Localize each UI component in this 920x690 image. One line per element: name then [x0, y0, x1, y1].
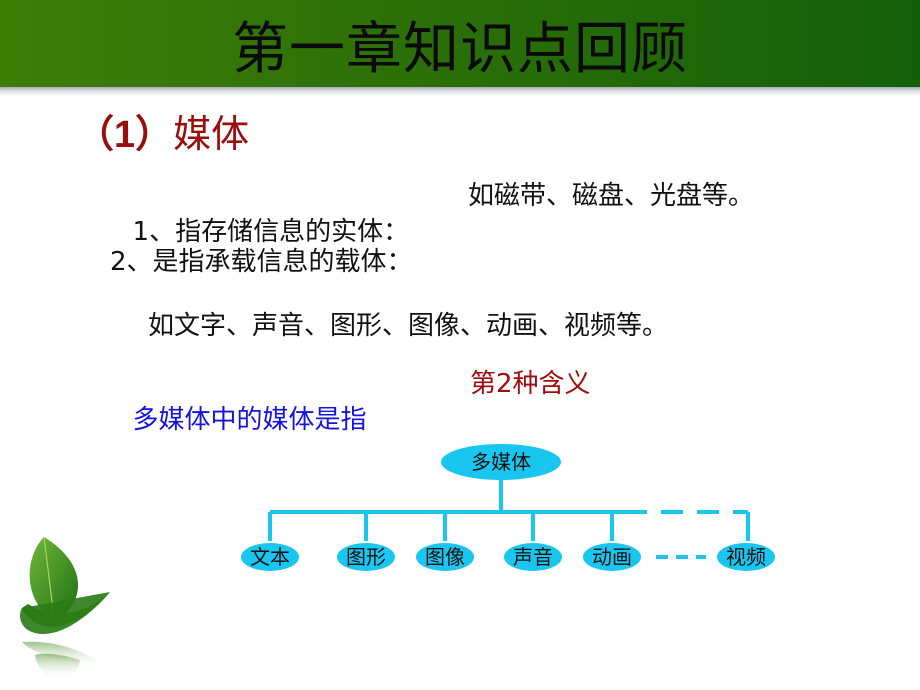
section-heading: （1）媒体: [76, 108, 249, 161]
header-bar: [0, 0, 920, 87]
node-shape: [337, 543, 395, 571]
node-shape: [717, 543, 775, 571]
node-shape: [241, 543, 299, 571]
header-shadow: [0, 87, 920, 97]
node-shape: [416, 543, 474, 571]
note-text: 多媒体中的媒体是指: [132, 405, 367, 435]
node-animation: 动画: [592, 545, 632, 569]
page-title: 第一章知识点回顾: [232, 17, 688, 82]
node-video: 视频: [726, 545, 766, 569]
section-title: 媒体: [173, 112, 250, 156]
leaf-icon: [20, 536, 110, 680]
note: 多媒体中的媒体是指 第2种含义: [116, 366, 591, 474]
item-1-label: 1、指存储信息的实体：: [132, 217, 410, 247]
node-shape: [504, 543, 562, 571]
item-2-label: 2、是指承载信息的载体：: [110, 247, 413, 277]
item-2-example: 如文字、声音、图形、图像、动画、视频等。: [148, 311, 669, 341]
node-shape: [583, 543, 641, 571]
item-1-example: 如磁带、磁盘、光盘等。: [468, 181, 755, 211]
note-answer: 第2种含义: [470, 369, 591, 399]
root-node-label: 多媒体: [471, 450, 531, 474]
node-image: 图像: [425, 545, 465, 569]
section-number: （1）: [76, 114, 174, 156]
node-audio: 声音: [513, 545, 553, 569]
node-graphics: 图形: [346, 545, 386, 569]
root-node-shape: [441, 444, 561, 480]
item-1: 1、指存储信息的实体： 如磁带、磁盘、光盘等。: [116, 178, 754, 286]
node-text: 文本: [250, 545, 290, 569]
